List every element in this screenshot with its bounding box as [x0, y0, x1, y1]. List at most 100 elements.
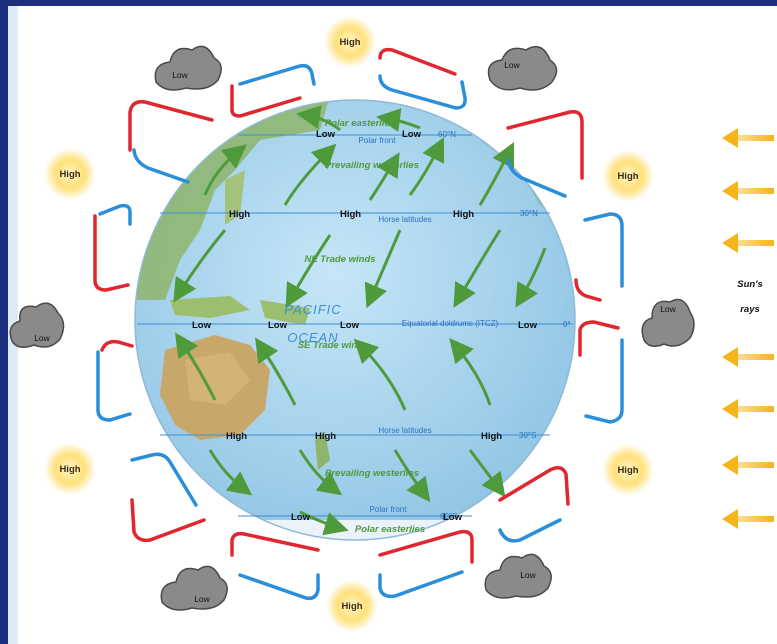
sun-badge-label: High [617, 465, 638, 476]
wind-arrow [364, 229, 402, 309]
pressure-high-label: High [481, 431, 502, 442]
cell-warm-arm [128, 99, 214, 152]
sun-icon: High [44, 148, 96, 200]
wind-arrow [368, 152, 400, 201]
cloud-icon: Low [484, 553, 552, 599]
japan-land [225, 170, 245, 225]
cell-lower-left [130, 452, 206, 543]
cell-cool-arm [130, 452, 198, 507]
cloud-icon: Low [160, 565, 228, 611]
pressure-high-label: High [226, 431, 247, 442]
pressure-low-label: Low [192, 320, 212, 331]
cell-warm-arm [498, 466, 570, 506]
cell-warm-arm [230, 84, 302, 118]
pressure-high-label: High [453, 209, 474, 220]
prevailing-westerlies-n-text: Prevailing westerlies [325, 160, 419, 171]
cloud-badge-label: Low [194, 594, 210, 604]
latitude-label-0: 0° [563, 320, 571, 329]
cell-upper-right [506, 109, 584, 198]
sun-badge-label: High [59, 169, 80, 180]
cell-warm-arm [93, 214, 130, 292]
pressure-high-label: High [315, 431, 336, 442]
cell-cool-arm [498, 518, 562, 543]
itcz-label: Equatorial doldrums (ITCZ) [402, 319, 499, 328]
arrow-left-icon [722, 399, 774, 419]
wind-arrow [515, 247, 547, 308]
cloud-badges: Low Low Low Low Low Low [9, 45, 695, 611]
wind-arrows [173, 105, 547, 536]
pressure-low-label: Low [443, 512, 463, 523]
wind-arrow [285, 234, 332, 308]
cell-mid-lower-right [578, 320, 624, 424]
sun-badge-label: High [617, 171, 638, 182]
cell-bottom-right [378, 529, 474, 599]
cloud-badge-label: Low [520, 570, 536, 580]
cell-cool-arm [378, 570, 464, 599]
wind-arrow [449, 338, 492, 406]
cell-cool-arm [583, 212, 624, 288]
cell-warm-arm [574, 278, 602, 302]
sun-icon: High [326, 580, 378, 632]
polar-easterlies-n-label: Polar easterlies [325, 118, 395, 129]
cell-warm-arm [378, 529, 474, 564]
pressure-low-label: Low [291, 512, 311, 523]
sun-rays-label-line2: rays [740, 304, 760, 315]
cloud-icon: Low [154, 45, 222, 91]
cell-warm-arm [230, 531, 320, 557]
wind-arrow [299, 510, 349, 536]
globe-outline [134, 99, 576, 541]
wind-arrow [296, 105, 341, 132]
pressure-low-label: Low [316, 129, 336, 140]
pressure-low-label: Low [518, 320, 538, 331]
cell-warm-arm [130, 498, 206, 543]
cloud-badge-label: Low [34, 333, 50, 343]
cloud-icon: Low [641, 298, 695, 347]
ne-trade-winds-label: NE Trade winds [304, 254, 375, 265]
wind-arrow [408, 136, 445, 196]
cell-mid-upper-right [574, 212, 624, 302]
cell-warm-arm [578, 320, 620, 357]
latitude-lines [137, 134, 573, 517]
se-trade-winds-label: SE Trade winds [298, 340, 369, 351]
sun-glow [602, 444, 654, 496]
pressure-high-label: High [340, 209, 361, 220]
wind-arrow [298, 449, 343, 496]
sun-glow [326, 580, 378, 632]
sun-glow [602, 150, 654, 202]
wind-arrow [175, 332, 217, 401]
wind-arrow [255, 337, 297, 406]
cell-cool-arm [238, 63, 316, 86]
cell-cool-arm [584, 338, 624, 424]
sun-icon: High [602, 150, 654, 202]
polar-front-n-label: Polar front [359, 136, 397, 145]
horse-latitudes-s-label: Horse latitudes [378, 426, 431, 435]
cell-warm-arm [506, 109, 584, 180]
sun-badge-label: High [341, 601, 362, 612]
arrow-left-icon [722, 181, 774, 201]
cell-cool-arm [506, 158, 567, 198]
cloud-badge-label: Low [172, 70, 188, 80]
wind-arrow [376, 108, 421, 132]
cell-cool-arm [96, 350, 132, 422]
prevailing-westerlies-s-label: Prevailing westerlies [325, 468, 419, 479]
wind-arrow [393, 449, 431, 503]
wind-arrow [283, 143, 337, 206]
latitude-label-30s: 30°S [519, 431, 536, 440]
wind-arrow [208, 449, 253, 496]
cell-warm-arm [378, 47, 457, 76]
cell-cool-arm [132, 148, 190, 184]
cell-cool-arm [378, 74, 467, 110]
pressure-low-label: Low [402, 129, 422, 140]
sun-glow [44, 443, 96, 495]
wind-arrow [173, 229, 227, 303]
ocean-name-line2: OCEAN [287, 330, 338, 345]
cell-cool-arm [98, 203, 132, 226]
sun-glow [44, 148, 96, 200]
cell-lower-right [498, 466, 570, 543]
pressure-low-label: Low [340, 320, 360, 331]
sun-rays: Sun's rays [722, 128, 774, 529]
wind-arrow [453, 229, 502, 308]
wind-arrow [353, 338, 407, 411]
ocean-name-line1: PACIFIC [284, 302, 341, 317]
